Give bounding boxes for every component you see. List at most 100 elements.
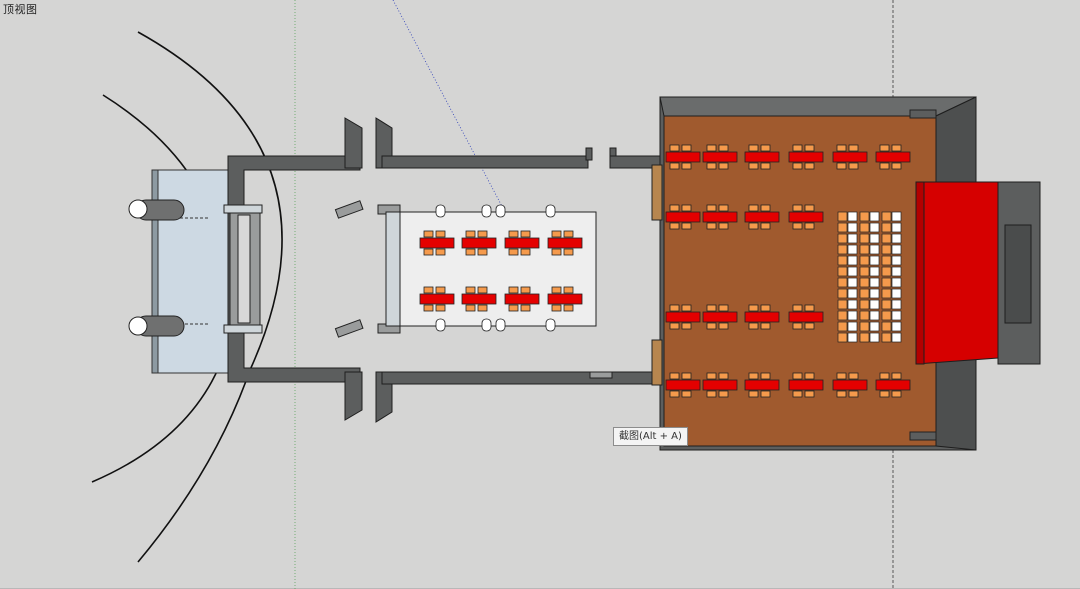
dining-table (547, 230, 583, 256)
chair (881, 277, 892, 288)
chair (837, 244, 848, 255)
chair (859, 321, 870, 332)
dining-table (547, 286, 583, 312)
chair (837, 222, 848, 233)
white-chair (847, 288, 858, 299)
chair (881, 321, 892, 332)
stanchion-post (435, 204, 446, 218)
white-chair (891, 288, 902, 299)
white-chair (847, 321, 858, 332)
dining-table (702, 204, 738, 230)
screenshot-tooltip: 截图(Alt + A) (613, 427, 688, 446)
dining-table (875, 144, 911, 170)
corridor-wall-top-left (344, 117, 363, 169)
dining-table (744, 144, 780, 170)
chair (859, 310, 870, 321)
view-name-label: 顶视图 (3, 3, 38, 16)
white-chair (869, 244, 880, 255)
chair (859, 299, 870, 310)
dining-table (461, 286, 497, 312)
stanchion-post (495, 318, 506, 332)
chair (837, 233, 848, 244)
dining-table (702, 304, 738, 330)
chair (881, 211, 892, 222)
white-chair (869, 233, 880, 244)
dining-table (665, 304, 701, 330)
white-chair (891, 332, 902, 343)
white-chair (869, 332, 880, 343)
chair (837, 310, 848, 321)
corridor-posts (435, 204, 556, 332)
white-chair (847, 222, 858, 233)
white-chair (847, 310, 858, 321)
dining-table (875, 372, 911, 398)
white-chair (847, 244, 858, 255)
dining-table (665, 144, 701, 170)
chair (837, 288, 848, 299)
chair (859, 233, 870, 244)
chair (837, 277, 848, 288)
dining-table (702, 144, 738, 170)
white-chair (891, 222, 902, 233)
white-chair (891, 255, 902, 266)
chair (837, 255, 848, 266)
chair (859, 211, 870, 222)
chair (859, 288, 870, 299)
chair (881, 222, 892, 233)
dining-table (788, 372, 824, 398)
chair (837, 299, 848, 310)
stage-screen (1004, 224, 1032, 324)
white-chair (891, 277, 902, 288)
chair (881, 244, 892, 255)
dining-table (665, 204, 701, 230)
stanchion-post (545, 204, 556, 218)
chair (881, 255, 892, 266)
white-chair (869, 299, 880, 310)
dining-table (419, 286, 455, 312)
white-chair (847, 233, 858, 244)
dining-table (832, 372, 868, 398)
stanchion-post (495, 204, 506, 218)
corridor-wall-bottom-left (344, 371, 363, 421)
white-chair (869, 211, 880, 222)
blue-axis-line (392, 0, 506, 213)
dining-table (744, 372, 780, 398)
chair (881, 288, 892, 299)
white-chair (891, 244, 902, 255)
white-chair (869, 310, 880, 321)
white-chair (891, 321, 902, 332)
dining-table (788, 304, 824, 330)
white-chair (891, 233, 902, 244)
white-chair (869, 266, 880, 277)
dining-table (419, 230, 455, 256)
white-chair (891, 310, 902, 321)
chair (881, 266, 892, 277)
chair (837, 332, 848, 343)
hall-tables (665, 144, 911, 398)
dining-table (665, 372, 701, 398)
chair (837, 211, 848, 222)
white-chair (869, 288, 880, 299)
dining-table (744, 304, 780, 330)
dining-table (832, 144, 868, 170)
white-chair (847, 299, 858, 310)
white-chairs (837, 211, 902, 343)
white-chair (891, 211, 902, 222)
chair (881, 310, 892, 321)
chair (837, 266, 848, 277)
white-chair (847, 211, 858, 222)
corridor-tables (419, 230, 583, 312)
corridor-wall-bottom (381, 371, 661, 385)
entrance-arc-outer (137, 31, 283, 563)
chair (859, 244, 870, 255)
stanchion-post (435, 318, 446, 332)
stanchion-post (481, 204, 492, 218)
white-chair (869, 222, 880, 233)
white-chair (891, 299, 902, 310)
chair (881, 332, 892, 343)
dining-table (504, 230, 540, 256)
stage-front-edge (915, 181, 925, 365)
corridor-wall-top (381, 155, 589, 169)
